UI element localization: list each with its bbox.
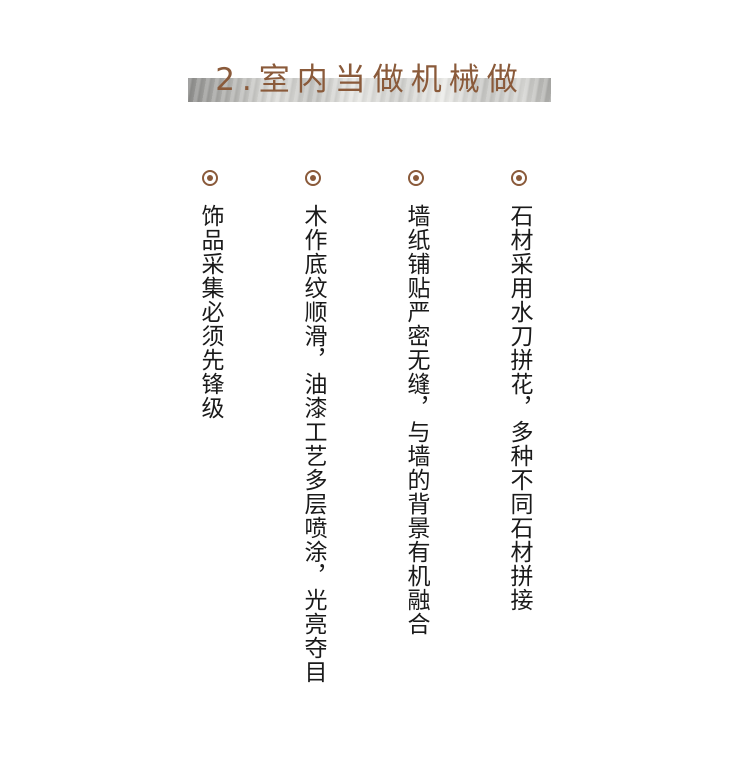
feature-text-1: 饰品采集必须先锋级 bbox=[197, 204, 223, 420]
feature-column-1: 饰品采集必须先锋级 bbox=[195, 170, 225, 420]
feature-column-2: 木作底纹顺滑，油漆工艺多层喷涂，光亮夺目 bbox=[298, 170, 328, 684]
feature-column-3: 墙纸铺贴严密无缝，与墙的背景有机融合 bbox=[401, 170, 431, 636]
bullet-circle-icon bbox=[408, 170, 424, 186]
feature-column-4: 石材采用水刀拼花，多种不同石材拼接 bbox=[504, 170, 534, 612]
bullet-circle-icon bbox=[202, 170, 218, 186]
feature-text-3: 墙纸铺贴严密无缝，与墙的背景有机融合 bbox=[403, 204, 429, 636]
page-title: 2.室内当做机械做 bbox=[215, 62, 525, 98]
feature-text-2: 木作底纹顺滑，油漆工艺多层喷涂，光亮夺目 bbox=[300, 204, 326, 684]
bullet-circle-icon bbox=[511, 170, 527, 186]
bullet-circle-icon bbox=[305, 170, 321, 186]
feature-text-4: 石材采用水刀拼花，多种不同石材拼接 bbox=[506, 204, 532, 612]
title-marble-band bbox=[188, 78, 551, 102]
